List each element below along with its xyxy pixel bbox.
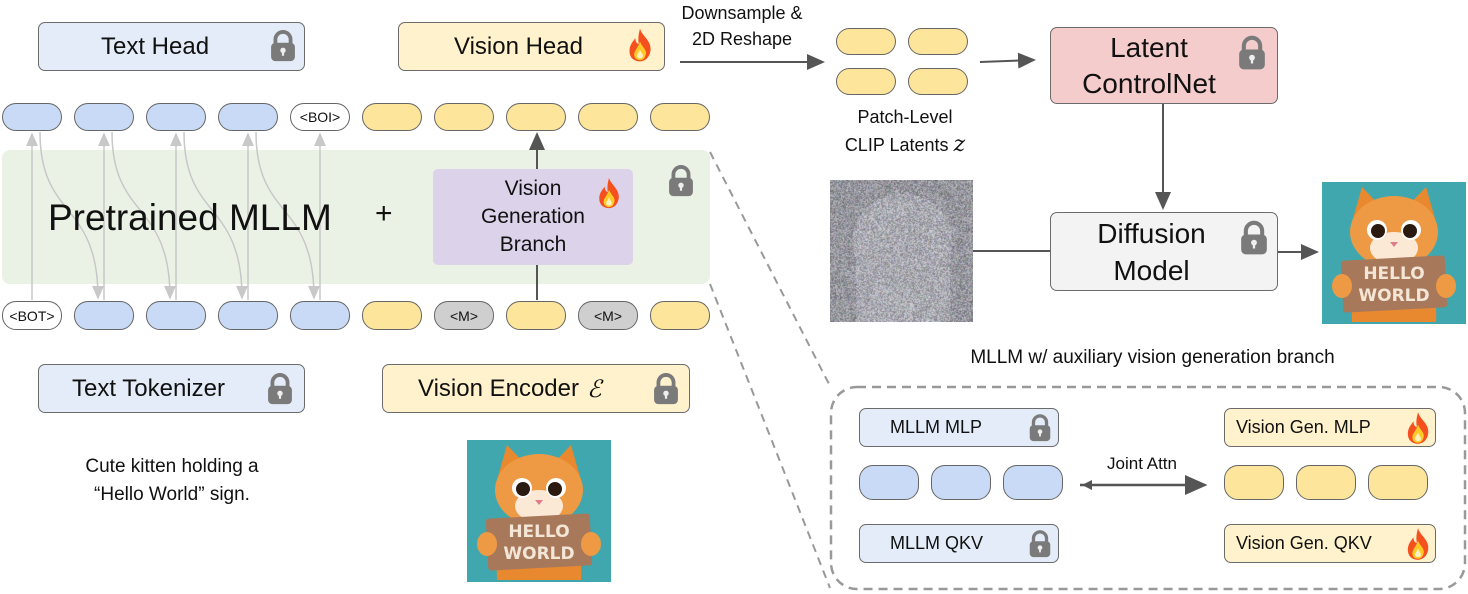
vision-token	[506, 103, 566, 131]
fire-icon	[626, 27, 654, 63]
vision-token	[650, 103, 710, 131]
vision-token	[908, 68, 968, 95]
lock-icon	[1028, 414, 1052, 442]
vision-token	[650, 301, 710, 330]
lock-icon	[668, 164, 694, 198]
vision-encoder-box: Vision Encoder ℰ	[382, 364, 690, 413]
fire-icon	[596, 176, 622, 210]
lock-icon	[653, 372, 679, 406]
fire-icon	[1404, 527, 1432, 561]
text-tokenizer-box: Text Tokenizer	[38, 364, 305, 413]
mask-token: <M>	[578, 301, 638, 330]
text-token	[74, 103, 134, 131]
lock-icon	[1240, 220, 1268, 256]
text-token	[931, 465, 991, 500]
output-kitten-image: HELLO WORLD	[1322, 182, 1466, 324]
vision-token	[578, 103, 638, 131]
prompt-caption: Cute kitten holding a“Hello World” sign.	[40, 453, 304, 509]
lock-icon	[267, 372, 293, 406]
svg-text:WORLD: WORLD	[1358, 286, 1429, 306]
plus-sign: +	[375, 197, 393, 231]
text-token	[218, 301, 278, 330]
lock-icon	[1028, 530, 1052, 558]
vision-token	[1368, 465, 1428, 500]
latents-label: Patch-Level CLIP Latents z	[815, 103, 995, 159]
lock-icon	[1238, 35, 1266, 71]
vision-encoder-label: Vision Encoder	[418, 375, 579, 403]
text-token	[146, 103, 206, 131]
text-token	[1003, 465, 1063, 500]
joint-attn-label: Joint Attn	[1082, 454, 1202, 474]
special-token: <BOT>	[2, 301, 62, 330]
lock-icon	[270, 29, 296, 63]
text-tokenizer-label: Text Tokenizer	[72, 375, 225, 403]
vision-token	[836, 68, 896, 95]
svg-text:WORLD: WORLD	[503, 544, 574, 564]
svg-text:HELLO: HELLO	[508, 522, 569, 542]
vision-token	[1296, 465, 1356, 500]
encoder-symbol: ℰ	[587, 375, 602, 403]
detail-title: MLLM w/ auxiliary vision generation bran…	[880, 347, 1425, 369]
noise-image	[830, 180, 973, 322]
text-token	[290, 301, 350, 330]
downsample-label: Downsample &2D Reshape	[662, 0, 822, 52]
vision-token	[362, 103, 422, 131]
vision-token	[1224, 465, 1284, 500]
text-token	[74, 301, 134, 330]
branch-label-line: Branch	[433, 231, 633, 259]
vision-head-box: Vision Head	[398, 22, 665, 71]
vision-token	[836, 28, 896, 55]
mllm-label: Pretrained MLLM	[48, 197, 332, 239]
text-head-label: Text Head	[101, 33, 209, 61]
special-token: <BOI>	[290, 103, 350, 131]
text-token	[859, 465, 919, 500]
vision-token	[434, 103, 494, 131]
vision-token	[362, 301, 422, 330]
vision-token	[506, 301, 566, 330]
vision-token	[908, 28, 968, 55]
input-kitten-image: HELLO WORLD	[467, 440, 611, 582]
vision-head-label: Vision Head	[454, 33, 583, 61]
text-token	[2, 103, 62, 131]
svg-text:HELLO: HELLO	[1363, 264, 1424, 284]
text-token	[218, 103, 278, 131]
mask-token: <M>	[434, 301, 494, 330]
text-token	[146, 301, 206, 330]
fire-icon	[1404, 411, 1432, 445]
text-head-box: Text Head	[38, 22, 305, 71]
